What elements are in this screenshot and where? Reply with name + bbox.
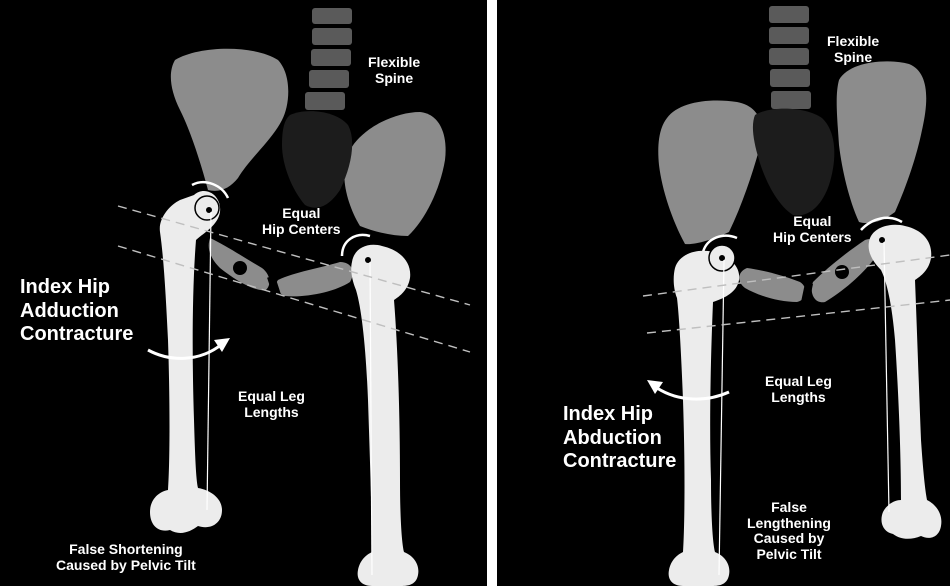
right-ilium-right bbox=[837, 61, 927, 223]
left-axis-line-index bbox=[207, 212, 211, 510]
right-diagram-panel: FlexibleSpine EqualHip Centers Equal Leg… bbox=[497, 0, 950, 586]
right-sacrum bbox=[753, 109, 834, 216]
left-leg-lengths-label: Equal LegLengths bbox=[238, 389, 305, 420]
right-contracture-label: Index HipAbductionContracture bbox=[563, 403, 676, 474]
right-ilium-left bbox=[658, 101, 762, 245]
left-spine-label: FlexibleSpine bbox=[368, 55, 420, 86]
right-leg-lengths-label: Equal LegLengths bbox=[765, 374, 832, 405]
right-rotation-arrowhead bbox=[647, 380, 663, 394]
left-hip-centers-label: EqualHip Centers bbox=[262, 206, 341, 237]
left-spine bbox=[305, 8, 352, 110]
panel-divider bbox=[487, 0, 497, 586]
right-anatomy-illustration bbox=[497, 0, 950, 586]
right-spine-label: FlexibleSpine bbox=[827, 34, 879, 65]
left-ilium-left bbox=[171, 49, 288, 191]
left-bottom-caption: False ShorteningCaused by Pelvic Tilt bbox=[56, 542, 196, 573]
right-obturator-right bbox=[835, 265, 849, 279]
right-femur-index bbox=[669, 251, 740, 586]
right-spine bbox=[769, 6, 811, 109]
left-rotation-arrowhead bbox=[214, 338, 230, 352]
left-sacrum bbox=[282, 111, 352, 208]
right-femur-contralateral bbox=[869, 225, 942, 539]
left-femur-contralateral bbox=[351, 245, 418, 586]
right-axis-line-index bbox=[719, 260, 724, 575]
right-bottom-caption: FalseLengtheningCaused byPelvic Tilt bbox=[747, 500, 831, 563]
left-obturator-left bbox=[233, 261, 247, 275]
right-hip-centers-label: EqualHip Centers bbox=[773, 214, 852, 245]
left-diagram-panel: FlexibleSpine EqualHip Centers Index Hip… bbox=[0, 0, 487, 586]
right-pubic-ramus-left bbox=[739, 268, 806, 302]
left-ilium-right bbox=[344, 112, 445, 236]
left-pubic-ramus-right bbox=[276, 262, 353, 296]
left-contracture-label: Index HipAdductionContracture bbox=[20, 276, 133, 347]
